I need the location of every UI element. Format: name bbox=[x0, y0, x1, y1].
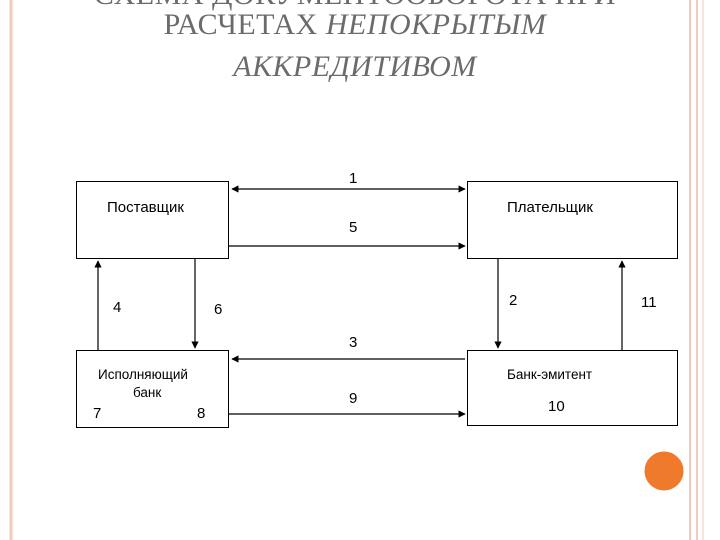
title-line-1-plain: РАСЧЕТАХ bbox=[163, 8, 326, 41]
title-line-2: АККРЕДИТИВОМ bbox=[233, 50, 477, 83]
supplier-label: Поставщик bbox=[107, 199, 184, 216]
number-9: 9 bbox=[349, 390, 358, 407]
title-line-1: РАСЧЕТАХ НЕПОКРЫТЫМ bbox=[60, 8, 650, 42]
number-5: 5 bbox=[349, 219, 358, 236]
executing-bank-box bbox=[76, 350, 229, 428]
number-11: 11 bbox=[641, 294, 657, 311]
number-2: 2 bbox=[509, 292, 518, 309]
number-8: 8 bbox=[197, 405, 206, 422]
number-1: 1 bbox=[349, 170, 358, 187]
payer-label: Плательщик bbox=[507, 199, 593, 216]
orange-circle-decoration bbox=[641, 448, 687, 494]
issuing-bank-label: Банк-эмитент bbox=[507, 367, 593, 382]
number-10: 10 bbox=[548, 398, 565, 415]
issuing-bank-box bbox=[467, 350, 678, 426]
number-4: 4 bbox=[113, 299, 122, 316]
executing-bank-label-line-1: Исполняющий bbox=[98, 367, 188, 382]
payer-box bbox=[467, 181, 678, 259]
number-7: 7 bbox=[93, 405, 102, 422]
executing-bank-label-line-2: банк bbox=[133, 385, 162, 400]
supplier-box bbox=[76, 181, 229, 259]
number-3: 3 bbox=[349, 334, 358, 351]
number-6: 6 bbox=[214, 301, 223, 318]
title-line-1-italic: НЕПОКРЫТЫМ bbox=[325, 8, 547, 41]
title-line-0: СХЕМА ДОКУМЕНТООБОРОТА ПРИ bbox=[60, 0, 650, 12]
